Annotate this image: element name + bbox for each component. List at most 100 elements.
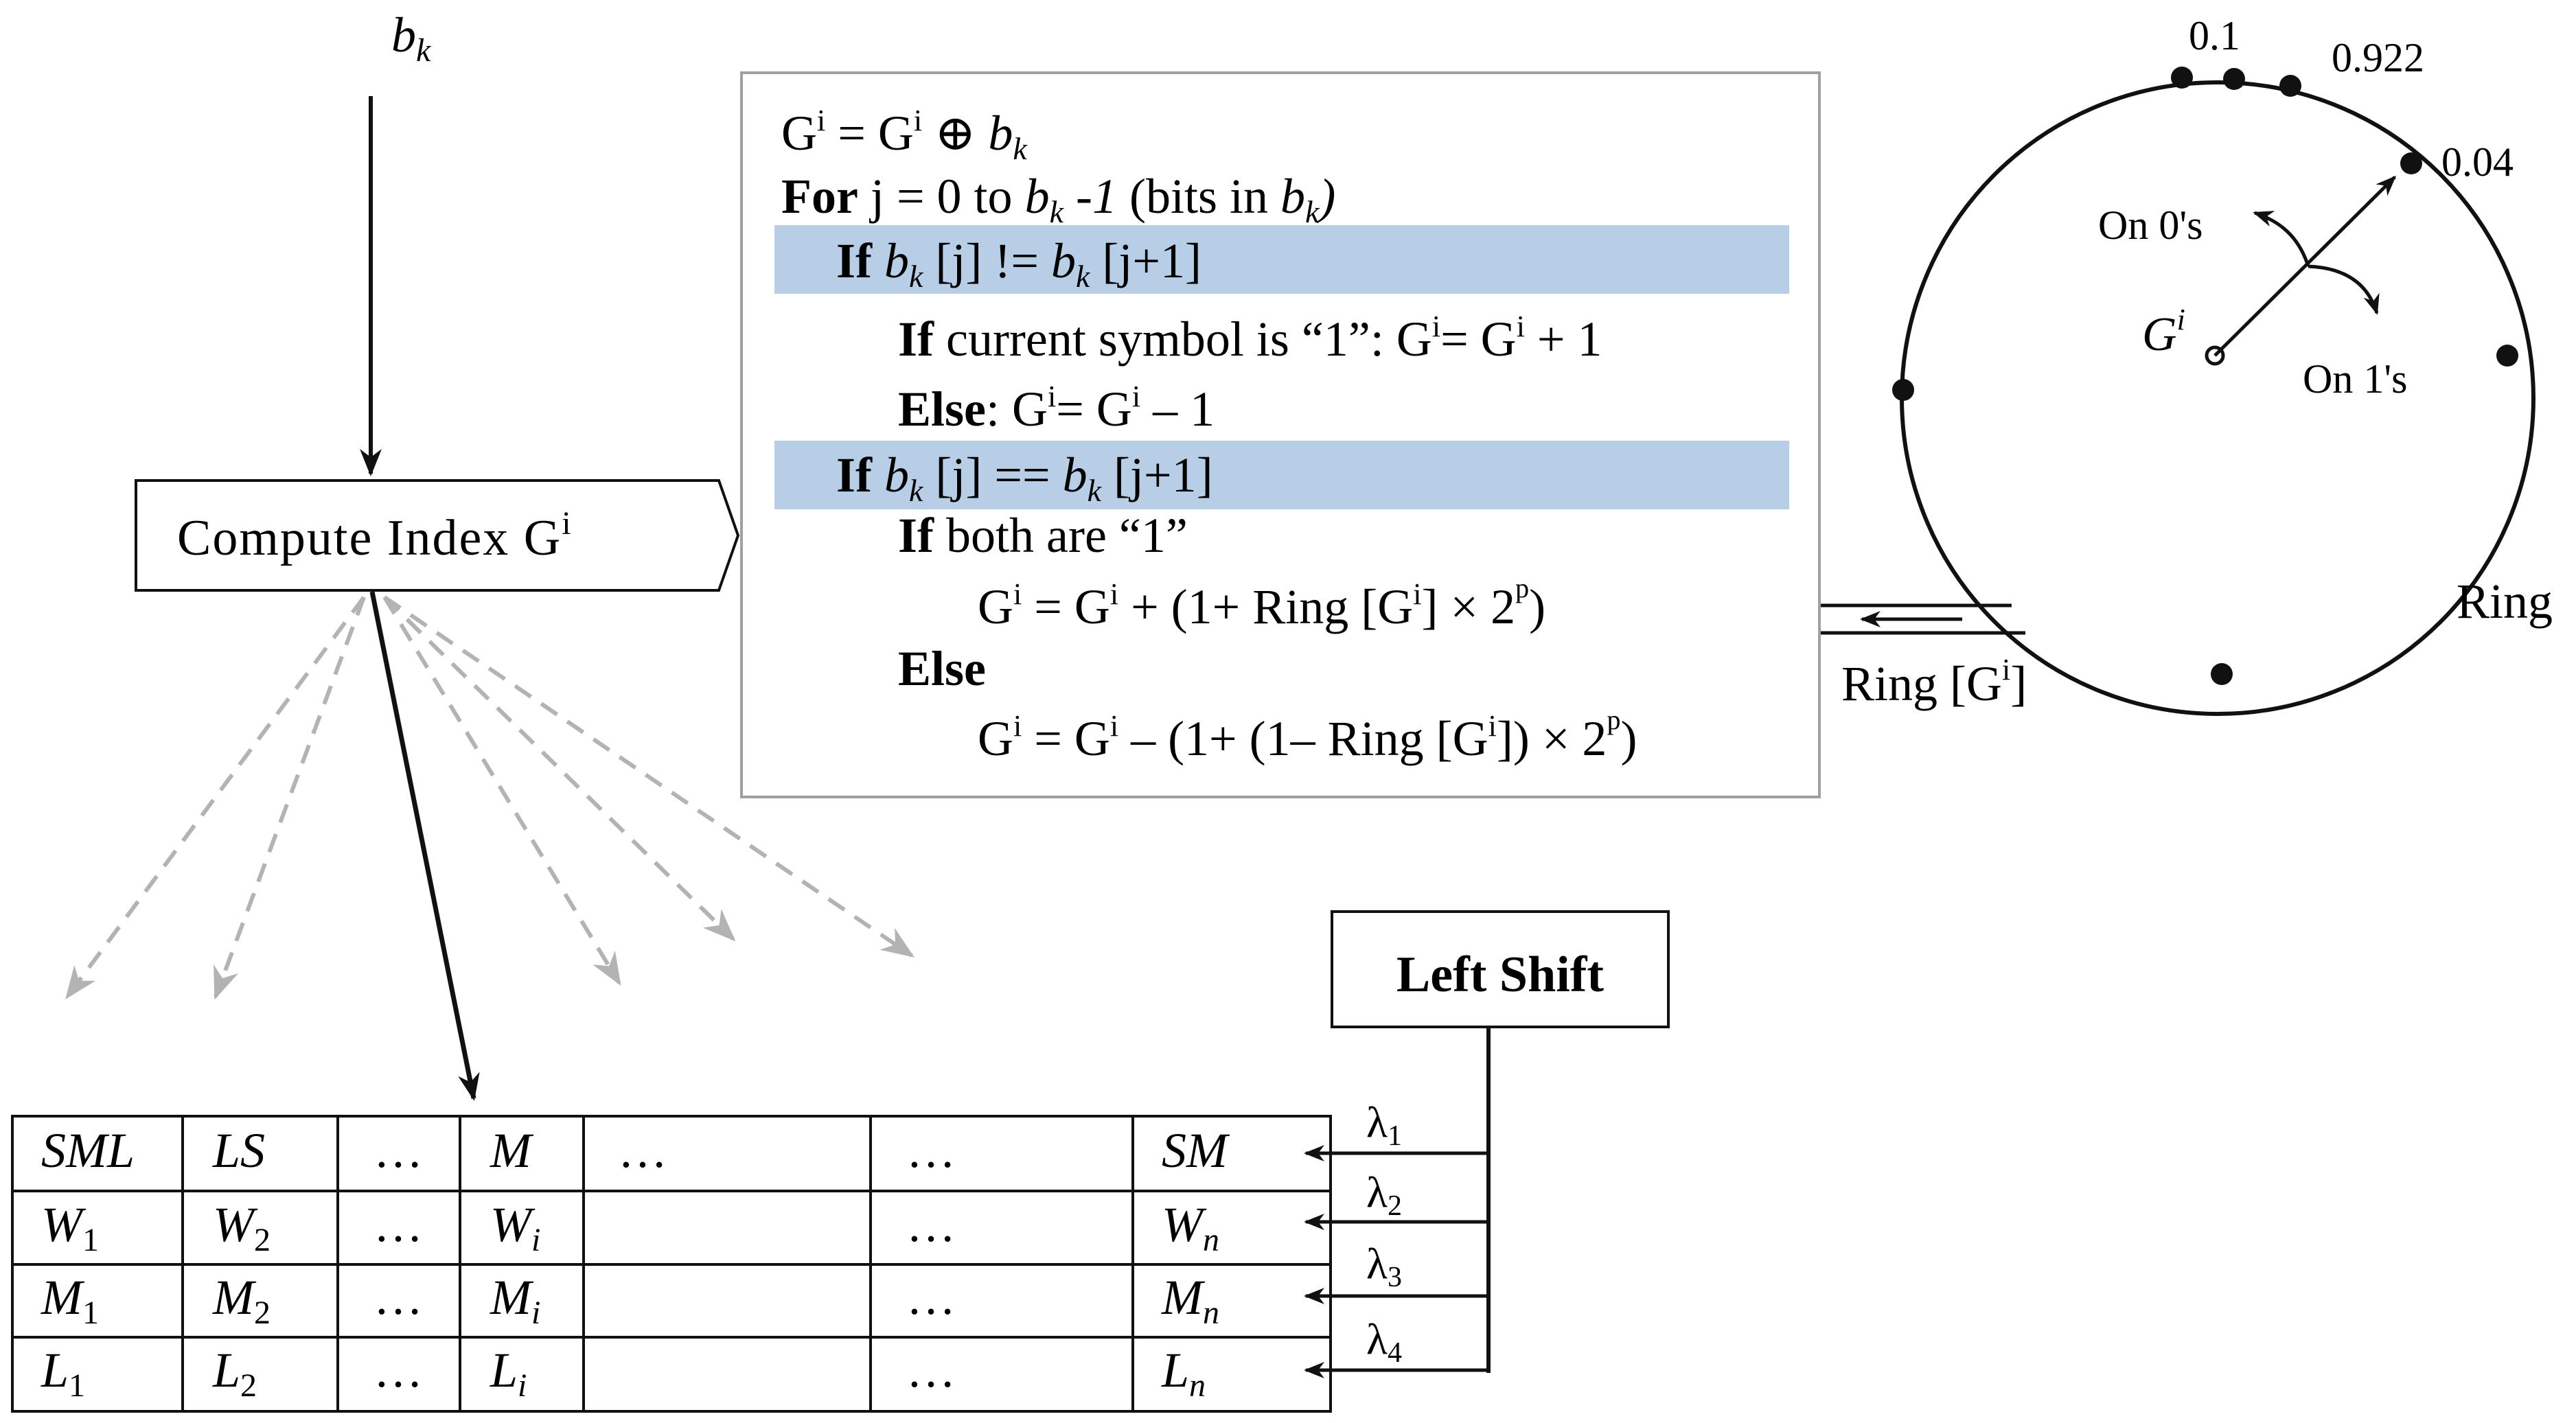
algo-line-9: Else — [898, 641, 986, 696]
table-cell-symbol: L — [41, 1343, 69, 1398]
table-cell-symbol: W — [41, 1197, 87, 1252]
table-cell-r1c7: SM — [1162, 1123, 1230, 1178]
ring-value-label-3: 0.04 — [2441, 139, 2514, 185]
table-cell-r3c4: Mi — [490, 1270, 540, 1331]
table-cell-symbol: … — [906, 1343, 956, 1398]
table-cell-symbol: … — [906, 1270, 956, 1325]
table-cell-r3c7: Mn — [1161, 1270, 1219, 1331]
ring-dot-6 — [1892, 379, 1914, 401]
table-cell-subscript: i — [531, 1295, 540, 1331]
ring-dot-2 — [2223, 68, 2245, 90]
table-cell-subscript: 1 — [69, 1367, 85, 1404]
table-cell-r1c1: SML — [41, 1123, 135, 1178]
ring-value-label-1: 0.1 — [2189, 13, 2240, 58]
table-cell-subscript: n — [1189, 1367, 1206, 1404]
table-cell-r1c6: … — [906, 1123, 956, 1178]
ring-label: Ring — [2457, 574, 2553, 629]
left-shift-label: Left Shift — [1396, 947, 1605, 1003]
table-cell-r2c4: Wi — [490, 1197, 540, 1258]
table-cell-r1c4: M — [490, 1123, 534, 1178]
on-ones-label: On 1's — [2303, 356, 2408, 402]
table-cell-symbol: L — [1161, 1343, 1189, 1398]
table-cell-r4c7: Ln — [1161, 1343, 1206, 1404]
ring-value-label-2: 0.922 — [2332, 35, 2424, 80]
table-cell-subscript: 2 — [240, 1367, 257, 1404]
compute-index-label: Compute Index Gi — [177, 505, 573, 566]
table-cell-r2c7: Wn — [1162, 1197, 1219, 1258]
compute-index-box — [135, 479, 740, 592]
highlight-if-equal — [774, 441, 1789, 509]
table-cell-r3c2: M2 — [212, 1270, 271, 1331]
table-cell-r2c2: W2 — [213, 1197, 271, 1258]
lambda-label-3: λ3 — [1366, 1239, 1402, 1293]
table-cell-subscript: n — [1203, 1295, 1219, 1331]
ring-circle — [1900, 80, 2535, 716]
table-cell-r3c6: … — [906, 1270, 956, 1325]
table-cell-symbol: W — [213, 1197, 258, 1252]
algo-line-1: Gi = Gi ⊕ bk — [781, 104, 1028, 166]
memory-table — [11, 1115, 1332, 1413]
table-cell-subscript: 2 — [254, 1295, 271, 1331]
on-ones-arrow — [2308, 264, 2380, 315]
ring-dot-5 — [2496, 345, 2518, 367]
table-cell-symbol: M — [490, 1270, 534, 1325]
table-cell-subscript: 2 — [254, 1222, 271, 1258]
table-cell-symbol: M — [41, 1270, 85, 1325]
table-cell-r1c5: … — [618, 1123, 667, 1178]
table-cell-symbol: L — [490, 1343, 518, 1398]
table-cell-symbol: … — [373, 1197, 423, 1252]
table-cell-r4c3: … — [373, 1343, 423, 1398]
ring-center-label: Gi — [2142, 303, 2185, 361]
algo-line-4: If current symbol is “1”: Gi= Gi + 1 — [898, 310, 1602, 367]
ring-dot-4 — [2400, 152, 2422, 174]
table-cell-r4c4: Li — [490, 1343, 527, 1404]
dashed-arrow-5 — [383, 595, 915, 958]
algo-line-10: Gi = Gi – (1+ (1– Ring [Gi]) × 2p) — [978, 704, 1637, 766]
algorithm-box — [740, 71, 1821, 798]
on-zeros-label: On 0's — [2098, 203, 2203, 248]
highlight-if-not-equal — [774, 225, 1789, 294]
table-cell-symbol: … — [373, 1270, 423, 1325]
table-cell-subscript: 1 — [82, 1295, 99, 1331]
ring-lookup-label: Ring [Gi] — [1841, 653, 2027, 711]
algo-line-5: Else: Gi= Gi – 1 — [898, 380, 1215, 437]
ring-dot-1 — [2171, 67, 2193, 89]
table-cell-symbol: L — [212, 1343, 240, 1398]
table-cell-symbol: W — [1162, 1197, 1207, 1252]
lambda-label-2: λ2 — [1366, 1168, 1402, 1222]
table-cell-subscript: i — [531, 1222, 540, 1258]
table-cell-symbol: W — [490, 1197, 536, 1252]
table-cell-symbol: … — [373, 1343, 423, 1398]
table-cell-subscript: 1 — [82, 1222, 99, 1258]
lambda-label-1: λ1 — [1366, 1098, 1402, 1152]
table-cell-symbol: … — [906, 1197, 956, 1252]
table-cell-r4c6: … — [906, 1343, 956, 1398]
table-cell-r2c1: W1 — [41, 1197, 99, 1258]
ring-dot-3 — [2279, 75, 2301, 97]
table-cell-r4c2: L2 — [212, 1343, 257, 1404]
main-index-arrow — [369, 591, 480, 1101]
dashed-arrow-1 — [65, 596, 366, 999]
on-zeros-arrow — [2253, 211, 2310, 267]
table-cell-symbol: M — [1161, 1270, 1206, 1325]
dashed-arrow-4 — [382, 595, 736, 942]
table-cell-r3c3: … — [373, 1270, 423, 1325]
input-bk-label: bk — [391, 8, 432, 69]
algo-line-8: Gi = Gi + (1+ Ring [Gi] × 2p) — [978, 572, 1545, 634]
ring-pointer — [2213, 175, 2397, 357]
table-cell-symbol: M — [212, 1270, 257, 1325]
dashed-arrow-2 — [214, 596, 366, 1000]
algo-line-2: For j = 0 to bk -1 (bits in bk) — [781, 169, 1335, 229]
ring-dot-7 — [2211, 663, 2233, 685]
dashed-arrow-3 — [382, 596, 621, 986]
table-cell-subscript: n — [1203, 1222, 1219, 1258]
table-cell-r2c3: … — [373, 1197, 423, 1252]
table-cell-r4c1: L1 — [41, 1343, 85, 1404]
table-cell-r2c6: … — [906, 1197, 956, 1252]
algo-line-7: If both are “1” — [898, 508, 1188, 563]
algo-line-6: If bk [j] == bk [j+1] — [836, 448, 1213, 508]
lambda-label-4: λ4 — [1366, 1315, 1402, 1369]
table-cell-subscript: i — [518, 1367, 527, 1404]
table-cell-r3c1: M1 — [41, 1270, 99, 1331]
